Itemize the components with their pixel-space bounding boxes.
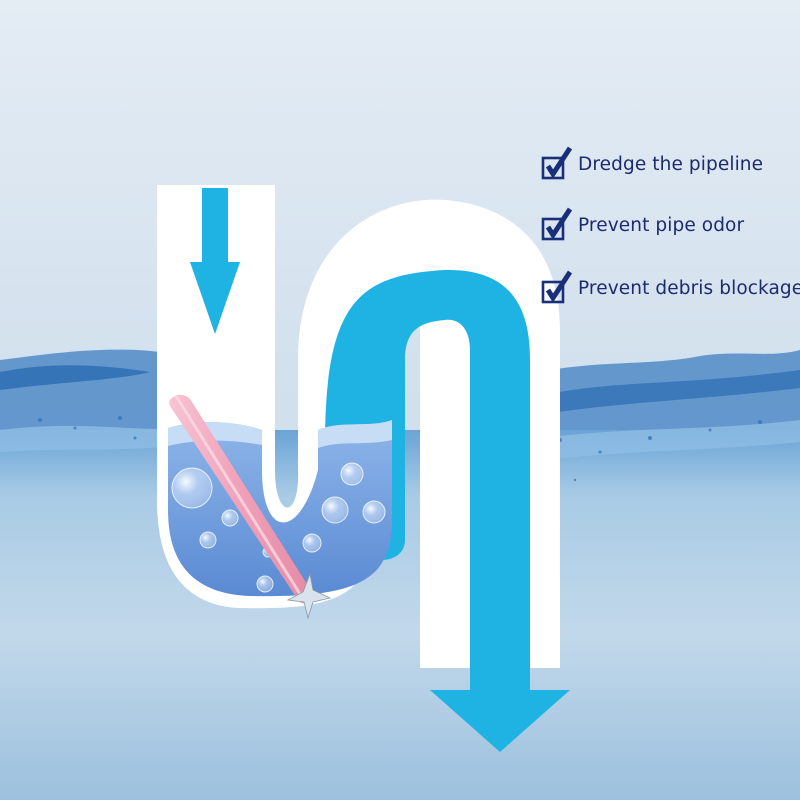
feature-label: Prevent pipe odor bbox=[578, 214, 745, 236]
feature-label: Prevent debris blockage bbox=[578, 277, 800, 299]
feature-item: Dredge the pipeline bbox=[540, 144, 763, 184]
checkbox-checked-icon bbox=[541, 270, 573, 304]
checkbox-checked-icon bbox=[541, 207, 573, 241]
checkbox-checked-icon bbox=[541, 146, 573, 180]
sparkle-icon bbox=[286, 572, 332, 620]
feature-label: Dredge the pipeline bbox=[578, 153, 764, 175]
bubbles bbox=[171, 462, 386, 593]
flow-channel bbox=[190, 188, 570, 752]
feature-item: Prevent debris blockage bbox=[540, 268, 800, 308]
feature-item: Prevent pipe odor bbox=[540, 205, 744, 245]
inlet-arrow-icon bbox=[190, 262, 240, 334]
outlet-arrow-icon bbox=[430, 690, 570, 752]
cleaning-stick bbox=[169, 394, 313, 604]
